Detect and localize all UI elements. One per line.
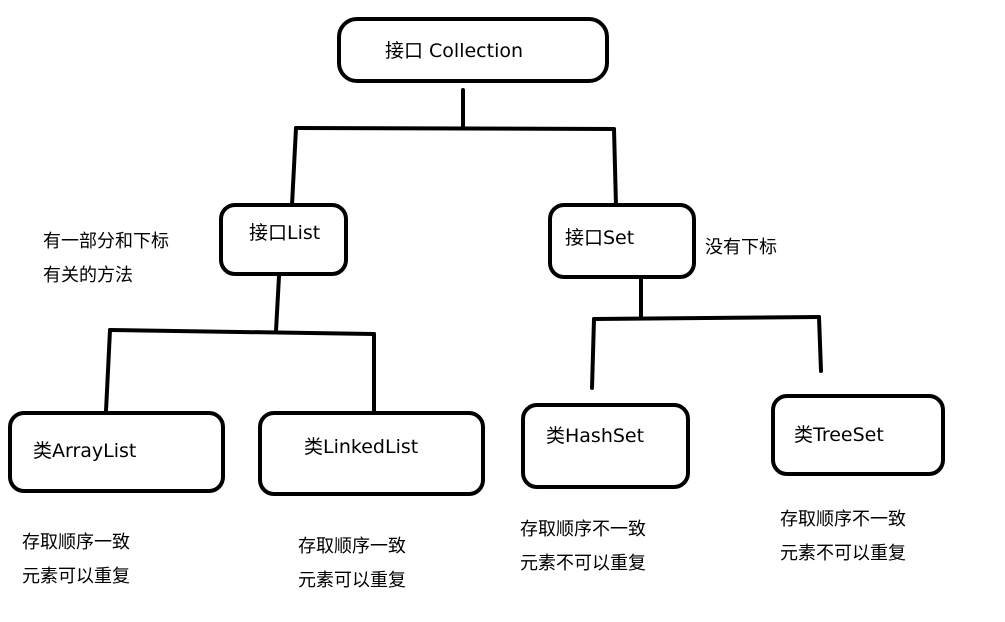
set-label: 接口Set (565, 227, 635, 249)
arraylist-note-line-1: 存取顺序一致 (22, 532, 130, 553)
set-node (548, 203, 696, 279)
set-branch-line (592, 315, 821, 321)
list-node (219, 203, 348, 276)
list-connector (274, 274, 281, 333)
hashset-note: 存取顺序不一致 元素不可以重复 (520, 513, 646, 581)
arraylist-node (8, 411, 225, 493)
arraylist-note: 存取顺序一致 元素可以重复 (22, 526, 130, 594)
linkedlist-label: 类LinkedList (304, 436, 419, 458)
list-label: 接口List (249, 222, 321, 244)
list-note-line-2: 有关的方法 (43, 265, 133, 286)
arraylist-link (104, 328, 112, 413)
treeset-note: 存取顺序不一致 元素不可以重复 (780, 503, 906, 571)
treeset-link (817, 315, 823, 373)
arraylist-label: 类ArrayList (33, 440, 137, 462)
treeset-note-line-2: 元素不可以重复 (780, 543, 906, 564)
list-note: 有一部分和下标 有关的方法 (43, 225, 169, 293)
linkedlist-node (258, 411, 485, 496)
list-link (290, 126, 298, 207)
collection-node (337, 17, 609, 83)
treeset-note-line-1: 存取顺序不一致 (780, 509, 906, 530)
hashset-label: 类HashSet (546, 425, 645, 447)
collection-branch-line (294, 126, 616, 131)
set-note: 没有下标 (705, 237, 777, 258)
arraylist-note-line-2: 元素可以重复 (22, 566, 130, 587)
treeset-node (771, 394, 945, 476)
hashset-node (521, 403, 690, 489)
collection-label: 接口 Collection (385, 40, 524, 62)
hashset-note-line-2: 元素不可以重复 (520, 553, 646, 574)
hashset-note-line-1: 存取顺序不一致 (520, 519, 646, 540)
list-note-line-1: 有一部分和下标 (43, 231, 169, 252)
treeset-label: 类TreeSet (794, 424, 884, 446)
linkedlist-note: 存取顺序一致 元素可以重复 (298, 530, 406, 598)
linkedlist-note-line-2: 元素可以重复 (298, 570, 406, 591)
list-branch-line (108, 328, 376, 336)
set-link (612, 127, 618, 208)
linkedlist-note-line-1: 存取顺序一致 (298, 536, 406, 557)
hashset-link (590, 317, 596, 390)
